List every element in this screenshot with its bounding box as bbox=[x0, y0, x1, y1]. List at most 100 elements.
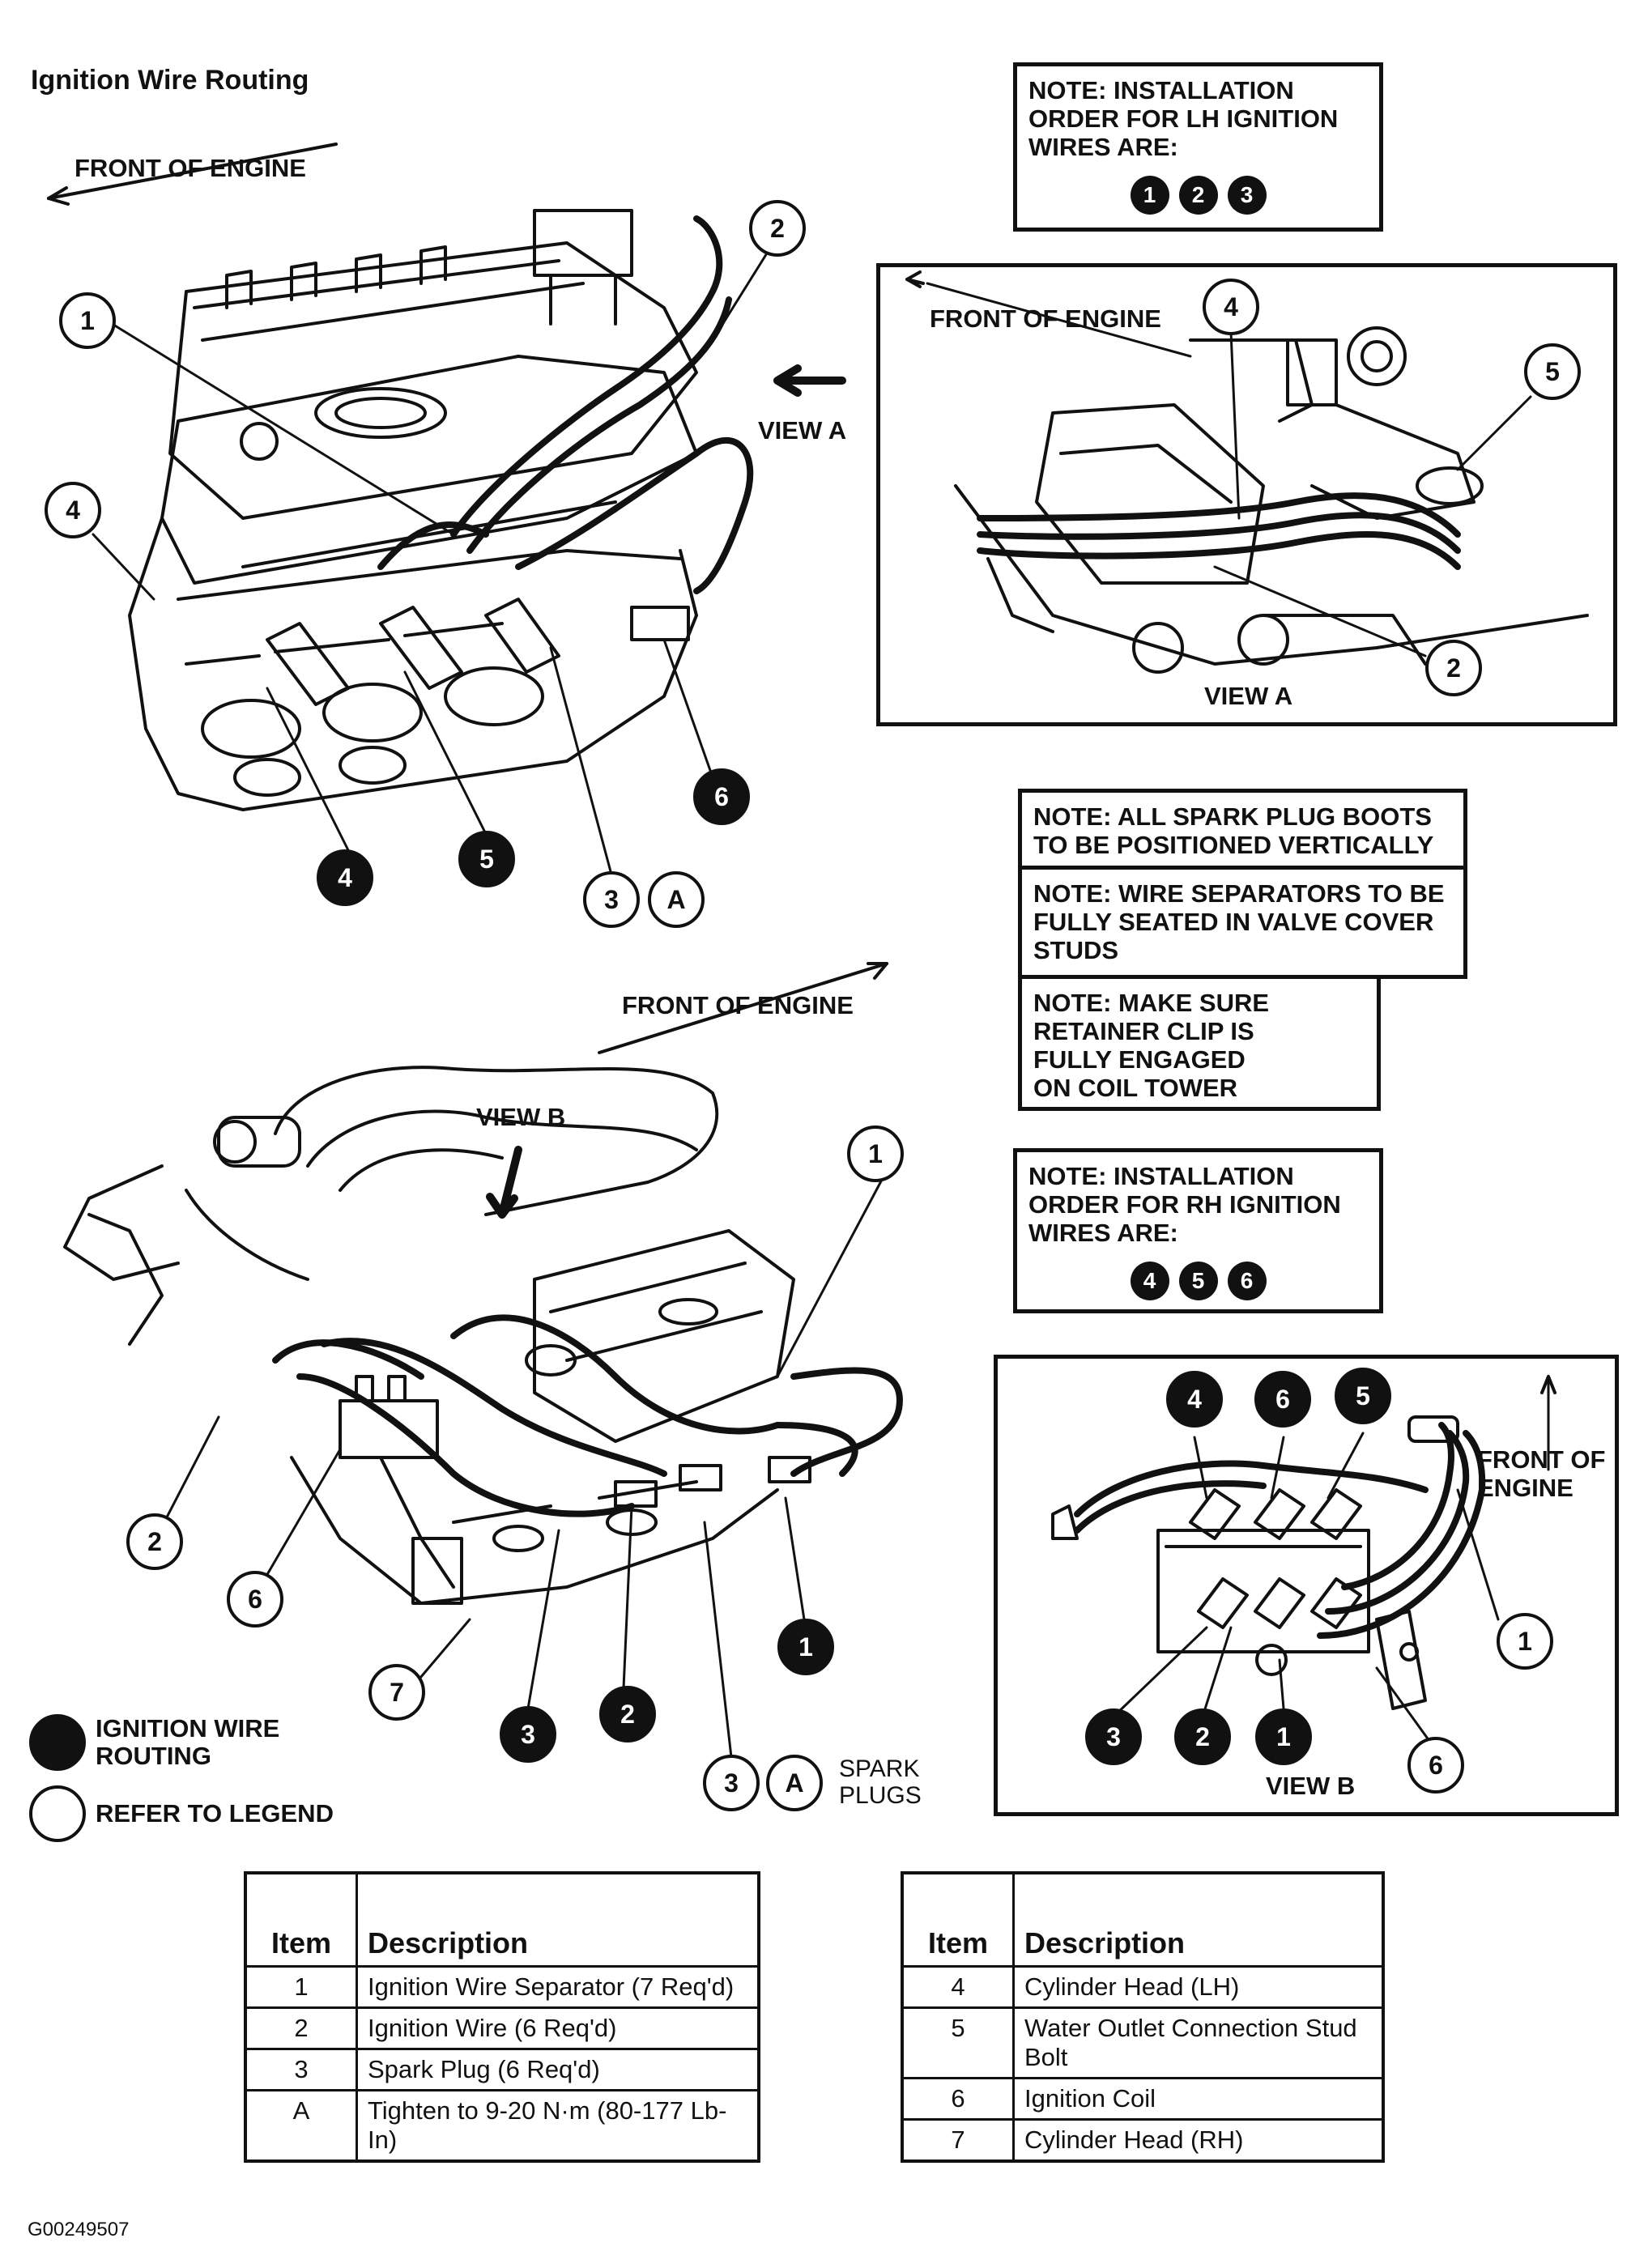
legend-item: A bbox=[244, 2089, 358, 2163]
callout-top-a: A bbox=[648, 871, 705, 928]
legend-header-description: Description bbox=[1012, 1871, 1385, 1968]
note-rh-order: NOTE: INSTALLATION ORDER FOR RH IGNITION… bbox=[1013, 1148, 1383, 1313]
legend-item: 2 bbox=[244, 2006, 358, 2050]
note-retainer: NOTE: MAKE SURE RETAINER CLIP IS FULLY E… bbox=[1018, 975, 1381, 1111]
callout-top-b4: 4 bbox=[317, 849, 373, 906]
legend-item: 6 bbox=[901, 2077, 1015, 2121]
callout-va-4: 4 bbox=[1203, 279, 1259, 335]
legend-table-right: Item Description 4 Cylinder Head (LH) 5 … bbox=[901, 1871, 1385, 2163]
table-row: A Tighten to 9-20 N·m (80-177 Lb-In) bbox=[244, 2089, 760, 2163]
table-row: 1 Ignition Wire Separator (7 Req'd) bbox=[244, 1965, 760, 2009]
spark-plugs-line: PLUGS bbox=[839, 1782, 922, 1809]
callout-bot-7: 7 bbox=[368, 1664, 425, 1721]
legend-item: 4 bbox=[901, 1965, 1015, 2009]
key-black-label: IGNITION WIRE ROUTING bbox=[96, 1715, 279, 1770]
front-of-engine-label-mid: FRONT OF ENGINE bbox=[622, 991, 854, 1019]
key-line: IGNITION WIRE bbox=[96, 1714, 280, 1742]
callout-bot-b1: 1 bbox=[777, 1619, 834, 1675]
note-line: FULLY ENGAGED bbox=[1033, 1045, 1246, 1074]
bottom-engine-illustration bbox=[63, 1066, 903, 1759]
callout-top-2: 2 bbox=[749, 200, 806, 257]
front-of-line: ENGINE bbox=[1477, 1474, 1573, 1502]
callout-vb-6b: 6 bbox=[1407, 1737, 1464, 1794]
note-line: ORDER FOR RH IGNITION bbox=[1028, 1190, 1341, 1219]
view-b-box bbox=[994, 1355, 1619, 1816]
note-line: NOTE: INSTALLATION bbox=[1028, 76, 1294, 104]
legend-description: Water Outlet Connection Stud Bolt bbox=[1012, 2006, 1385, 2079]
note-line: RETAINER CLIP IS bbox=[1033, 1017, 1254, 1045]
callout-va-2: 2 bbox=[1425, 640, 1482, 696]
note-line: NOTE: INSTALLATION bbox=[1028, 1162, 1294, 1190]
legend-description: Ignition Wire Separator (7 Req'd) bbox=[356, 1965, 760, 2009]
legend-item: 3 bbox=[244, 2048, 358, 2091]
order-dot: 3 bbox=[1227, 176, 1267, 215]
note-line: ON COIL TOWER bbox=[1033, 1074, 1238, 1102]
note-line: WIRES ARE: bbox=[1028, 1219, 1178, 1247]
callout-va-5: 5 bbox=[1524, 343, 1581, 400]
key-black-circle bbox=[29, 1714, 86, 1771]
callout-bot-6: 6 bbox=[227, 1571, 283, 1628]
callout-bot-1: 1 bbox=[847, 1125, 904, 1182]
front-of-engine-label-top: FRONT OF ENGINE bbox=[75, 154, 306, 182]
order-dot: 5 bbox=[1178, 1262, 1218, 1300]
note-lh-order: NOTE: INSTALLATION ORDER FOR LH IGNITION… bbox=[1013, 62, 1383, 232]
table-row: 2 Ignition Wire (6 Req'd) bbox=[244, 2006, 760, 2050]
order-dot: 2 bbox=[1178, 176, 1218, 215]
legend-description: Cylinder Head (LH) bbox=[1012, 1965, 1385, 2009]
table-row: 4 Cylinder Head (LH) bbox=[901, 1965, 1385, 2009]
key-line: ROUTING bbox=[96, 1742, 211, 1770]
legend-description: Spark Plug (6 Req'd) bbox=[356, 2048, 760, 2091]
front-of-engine-label-view-a: FRONT OF ENGINE bbox=[930, 304, 1161, 333]
legend-description: Ignition Coil bbox=[1012, 2077, 1385, 2121]
table-row: 6 Ignition Coil bbox=[901, 2077, 1385, 2121]
callout-bot-b3: 3 bbox=[500, 1706, 556, 1763]
note-line: FULLY SEATED IN VALVE COVER bbox=[1033, 908, 1434, 936]
note-line: NOTE: MAKE SURE bbox=[1033, 989, 1270, 1017]
legend-header-item: Item bbox=[244, 1871, 358, 1968]
callout-vb-3: 3 bbox=[1085, 1708, 1142, 1765]
front-arrow-top bbox=[47, 143, 338, 200]
key-white-label: REFER TO LEGEND bbox=[96, 1799, 334, 1828]
legend-header-description: Description bbox=[356, 1871, 760, 1968]
callout-bot-3: 3 bbox=[703, 1755, 760, 1811]
top-engine-illustration bbox=[92, 209, 846, 876]
callout-vb-6: 6 bbox=[1254, 1371, 1311, 1428]
legend-header-row: Item Description bbox=[244, 1871, 760, 1968]
view-b-caption: VIEW B bbox=[1266, 1772, 1356, 1800]
note-line: ORDER FOR LH IGNITION bbox=[1028, 104, 1339, 133]
legend-item: 5 bbox=[901, 2006, 1015, 2079]
callout-top-3: 3 bbox=[583, 871, 640, 928]
order-dot: 1 bbox=[1130, 176, 1169, 215]
front-of-engine-label-view-b: FRONT OF ENGINE bbox=[1477, 1445, 1605, 1502]
legend-description: Ignition Wire (6 Req'd) bbox=[356, 2006, 760, 2050]
table-row: 7 Cylinder Head (RH) bbox=[901, 2118, 1385, 2163]
legend-item: 1 bbox=[244, 1965, 358, 2009]
key-white-circle bbox=[29, 1785, 86, 1842]
legend-item: 7 bbox=[901, 2118, 1015, 2163]
callout-vb-1: 1 bbox=[1497, 1613, 1553, 1670]
note-boots: NOTE: ALL SPARK PLUG BOOTS TO BE POSITIO… bbox=[1018, 789, 1467, 870]
spark-plugs-line: SPARK bbox=[839, 1755, 920, 1782]
callout-vb-4: 4 bbox=[1166, 1371, 1223, 1428]
legend-header-row: Item Description bbox=[901, 1871, 1385, 1968]
order-dot: 4 bbox=[1130, 1262, 1169, 1300]
callout-top-6: 6 bbox=[693, 768, 750, 825]
figure-id: G00249507 bbox=[28, 2219, 130, 2240]
callout-vb-2: 2 bbox=[1174, 1708, 1231, 1765]
callout-top-4: 4 bbox=[45, 482, 101, 538]
view-a-illustration bbox=[905, 270, 1589, 674]
note-line: TO BE POSITIONED VERTICALLY bbox=[1033, 831, 1434, 859]
view-b-illustration bbox=[1051, 1375, 1556, 1742]
table-row: 5 Water Outlet Connection Stud Bolt bbox=[901, 2006, 1385, 2079]
legend-description: Tighten to 9-20 N·m (80-177 Lb-In) bbox=[356, 2089, 760, 2163]
callout-bot-a: A bbox=[766, 1755, 823, 1811]
callout-top-1: 1 bbox=[59, 292, 116, 349]
callout-vb-b1: 1 bbox=[1255, 1708, 1312, 1765]
legend-table-left: Item Description 1 Ignition Wire Separat… bbox=[244, 1871, 760, 2163]
note-line: NOTE: WIRE SEPARATORS TO BE bbox=[1033, 879, 1445, 908]
note-line: WIRES ARE: bbox=[1028, 133, 1178, 161]
view-a-label-top: VIEW A bbox=[758, 416, 847, 445]
callout-vb-5: 5 bbox=[1335, 1368, 1391, 1424]
page-title: Ignition Wire Routing bbox=[31, 65, 309, 96]
